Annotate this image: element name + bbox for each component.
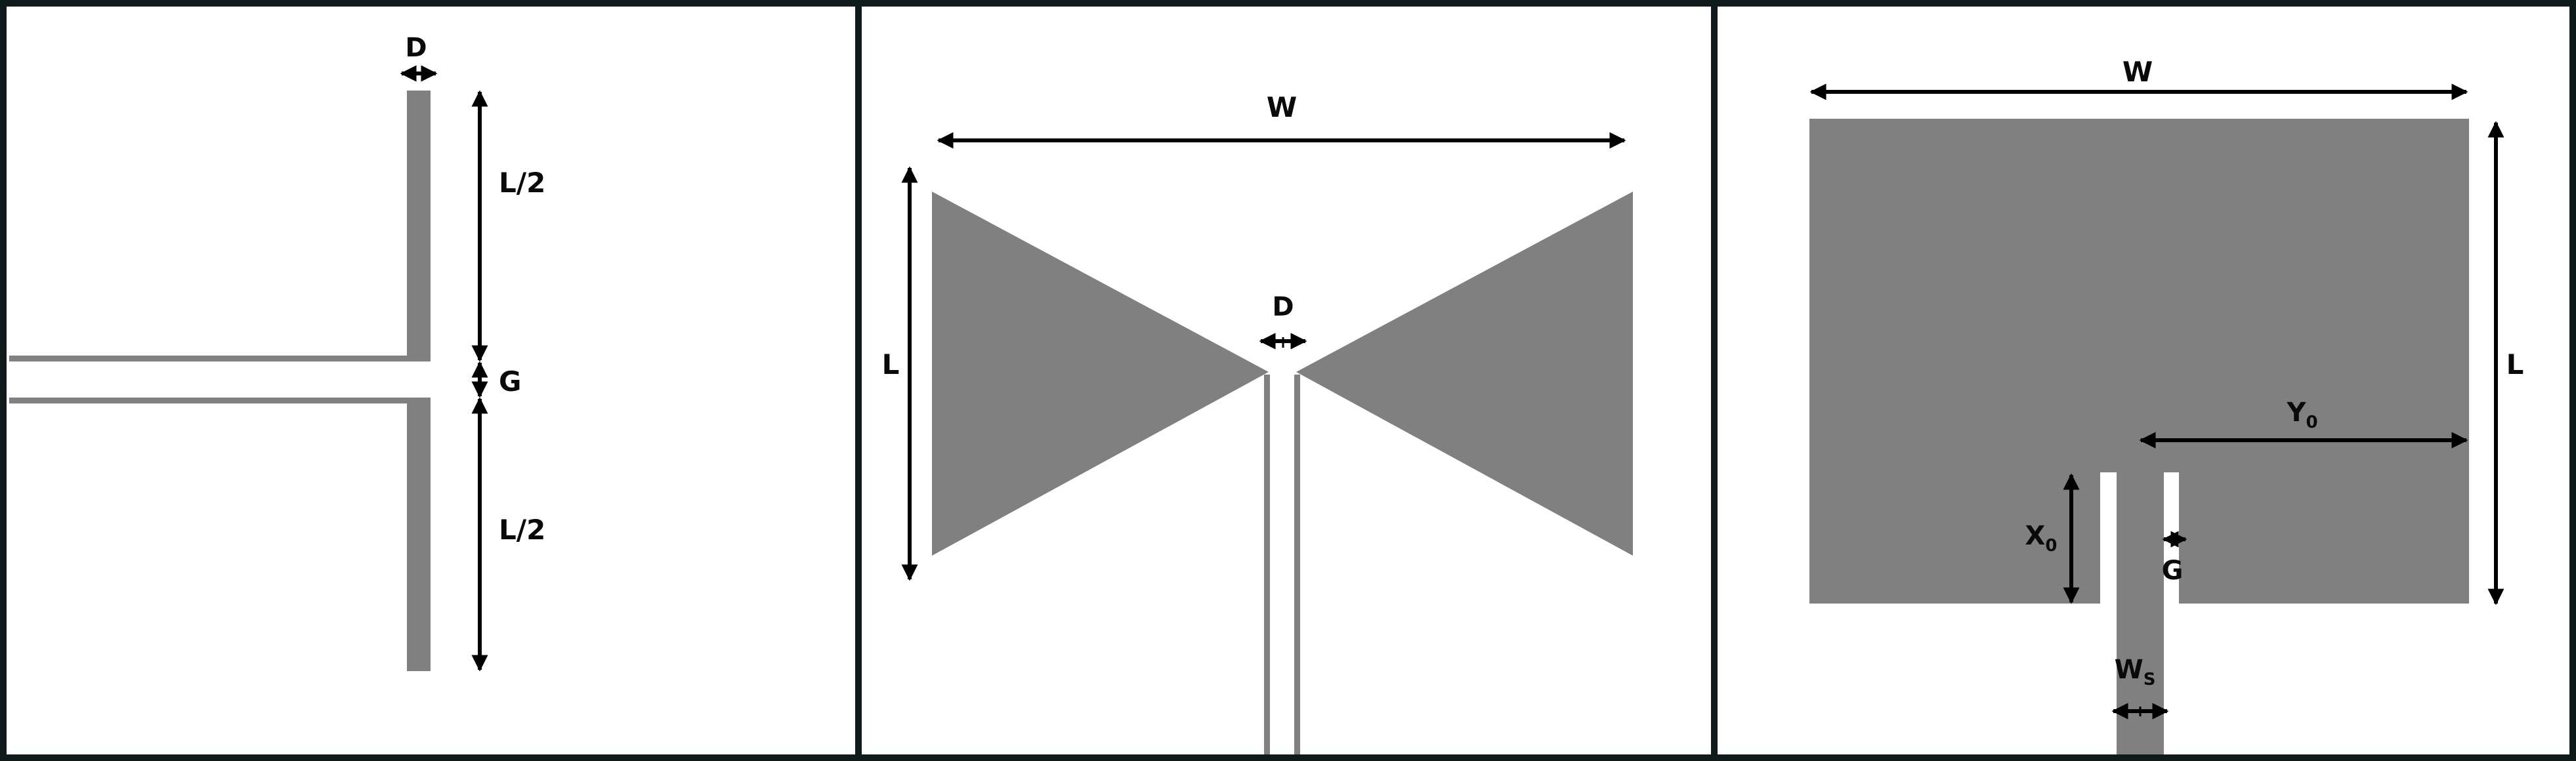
panel-dipole: D L/2 G L/2 xyxy=(9,33,545,672)
panel-bowtie: W L D xyxy=(882,91,1633,755)
bowtie-d-label: D xyxy=(1272,292,1294,322)
dipole-l-bottom-label: L/2 xyxy=(499,514,545,546)
bowtie-right-triangle xyxy=(1296,192,1633,556)
panel-divider-right xyxy=(1711,0,1718,761)
patch-ws-label: WS xyxy=(2115,655,2156,689)
bowtie-l-label: L xyxy=(882,348,900,380)
patch-w-label: W xyxy=(2122,56,2153,88)
patch-ws-sub: S xyxy=(2143,670,2156,689)
dipole-lower-arm xyxy=(407,398,431,671)
patch-x0-label: X0 xyxy=(2025,521,2058,556)
patch-ws-main: W xyxy=(2115,655,2143,685)
patch-x0-main: X xyxy=(2025,521,2046,551)
patch-l-label: L xyxy=(2506,348,2524,380)
bowtie-w-label: W xyxy=(1267,91,1297,123)
patch-y0-main: Y xyxy=(2286,398,2306,428)
dipole-l-top-label: L/2 xyxy=(499,167,545,199)
dipole-d-label: D xyxy=(405,33,427,63)
patch-x0-sub: 0 xyxy=(2045,536,2057,556)
bowtie-left-triangle xyxy=(932,192,1269,556)
dipole-g-label: G xyxy=(499,365,521,398)
patch-y0-sub: 0 xyxy=(2306,413,2317,432)
panel-divider-left xyxy=(855,0,862,761)
patch-y0-label: Y0 xyxy=(2286,398,2317,432)
dipole-feed-line-top xyxy=(9,356,410,361)
dipole-feed-line-bottom xyxy=(9,398,410,403)
panel-patch: W L Y0 X0 G WS xyxy=(1809,56,2523,755)
dipole-upper-arm xyxy=(407,91,431,361)
bowtie-feed-line-left xyxy=(1264,375,1270,755)
patch-g-label: G xyxy=(2162,556,2184,586)
bowtie-feed-line-right xyxy=(1294,375,1300,755)
